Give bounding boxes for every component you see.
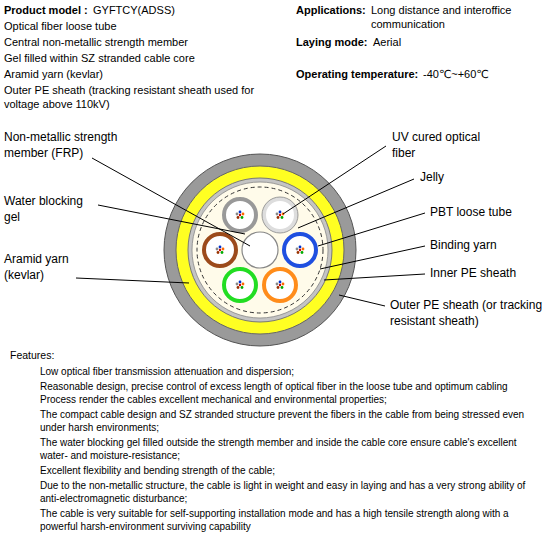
part-label: Aramid yarn (kevlar) — [4, 252, 84, 283]
part-label: Non-metallic strength member (FRP) — [4, 130, 126, 161]
features-heading: Features: — [10, 349, 54, 363]
spec-line: Outer PE sheath (tracking resistant shea… — [4, 83, 276, 112]
feature-item: Excellent flexibility and bending streng… — [40, 464, 544, 477]
inner-sheath — [188, 178, 332, 322]
part-label: PBT loose tube — [430, 205, 546, 221]
spec-line: Gel filled within SZ stranded cable core — [4, 51, 195, 65]
part-label: UV cured optical fiber — [392, 130, 502, 161]
heading-label: Operating temperature: — [296, 67, 418, 81]
spec-value: Long distance and interoffice communicat… — [371, 3, 539, 32]
part-label: Jelly — [420, 170, 444, 186]
feature-item: The cable is very suitable for self-supp… — [40, 507, 544, 533]
spec-line: Optical fiber loose tube — [4, 19, 117, 33]
feature-item: Low optical fiber transmission attenuati… — [40, 365, 544, 378]
feature-item: The compact cable design and SZ stranded… — [40, 408, 544, 434]
leader-lines — [76, 146, 425, 306]
loose-tubes — [204, 197, 316, 301]
spec-line: Central non-metallic strength member — [4, 35, 188, 49]
spec-value: Aerial — [373, 35, 401, 49]
part-label: Outer PE sheath (or tracking resistant s… — [390, 298, 546, 329]
frp-member — [242, 232, 278, 268]
feature-item: Due to the non-metallic structure, the c… — [40, 479, 544, 505]
spec-line: Aramid yarn (kevlar) — [4, 67, 103, 81]
aramid-yarn — [176, 166, 344, 334]
heading-label: Product model : — [4, 3, 88, 17]
heading-label: Applications: — [296, 3, 366, 17]
spec-value: -40℃~+60℃ — [423, 67, 489, 81]
part-label: Binding yarn — [430, 238, 546, 254]
outer-sheath — [164, 154, 356, 346]
part-label: Water blocking gel — [4, 194, 98, 225]
binding-yarn — [197, 187, 323, 313]
model-value: GYFTCY(ADSS) — [93, 3, 175, 17]
heading-label: Laying mode: — [296, 35, 368, 49]
part-label: Inner PE sheath — [430, 266, 546, 282]
feature-item: Reasonable design, precise control of ex… — [40, 380, 544, 406]
cable-core — [192, 182, 328, 318]
feature-item: The water blocking gel filled outside th… — [40, 436, 544, 462]
